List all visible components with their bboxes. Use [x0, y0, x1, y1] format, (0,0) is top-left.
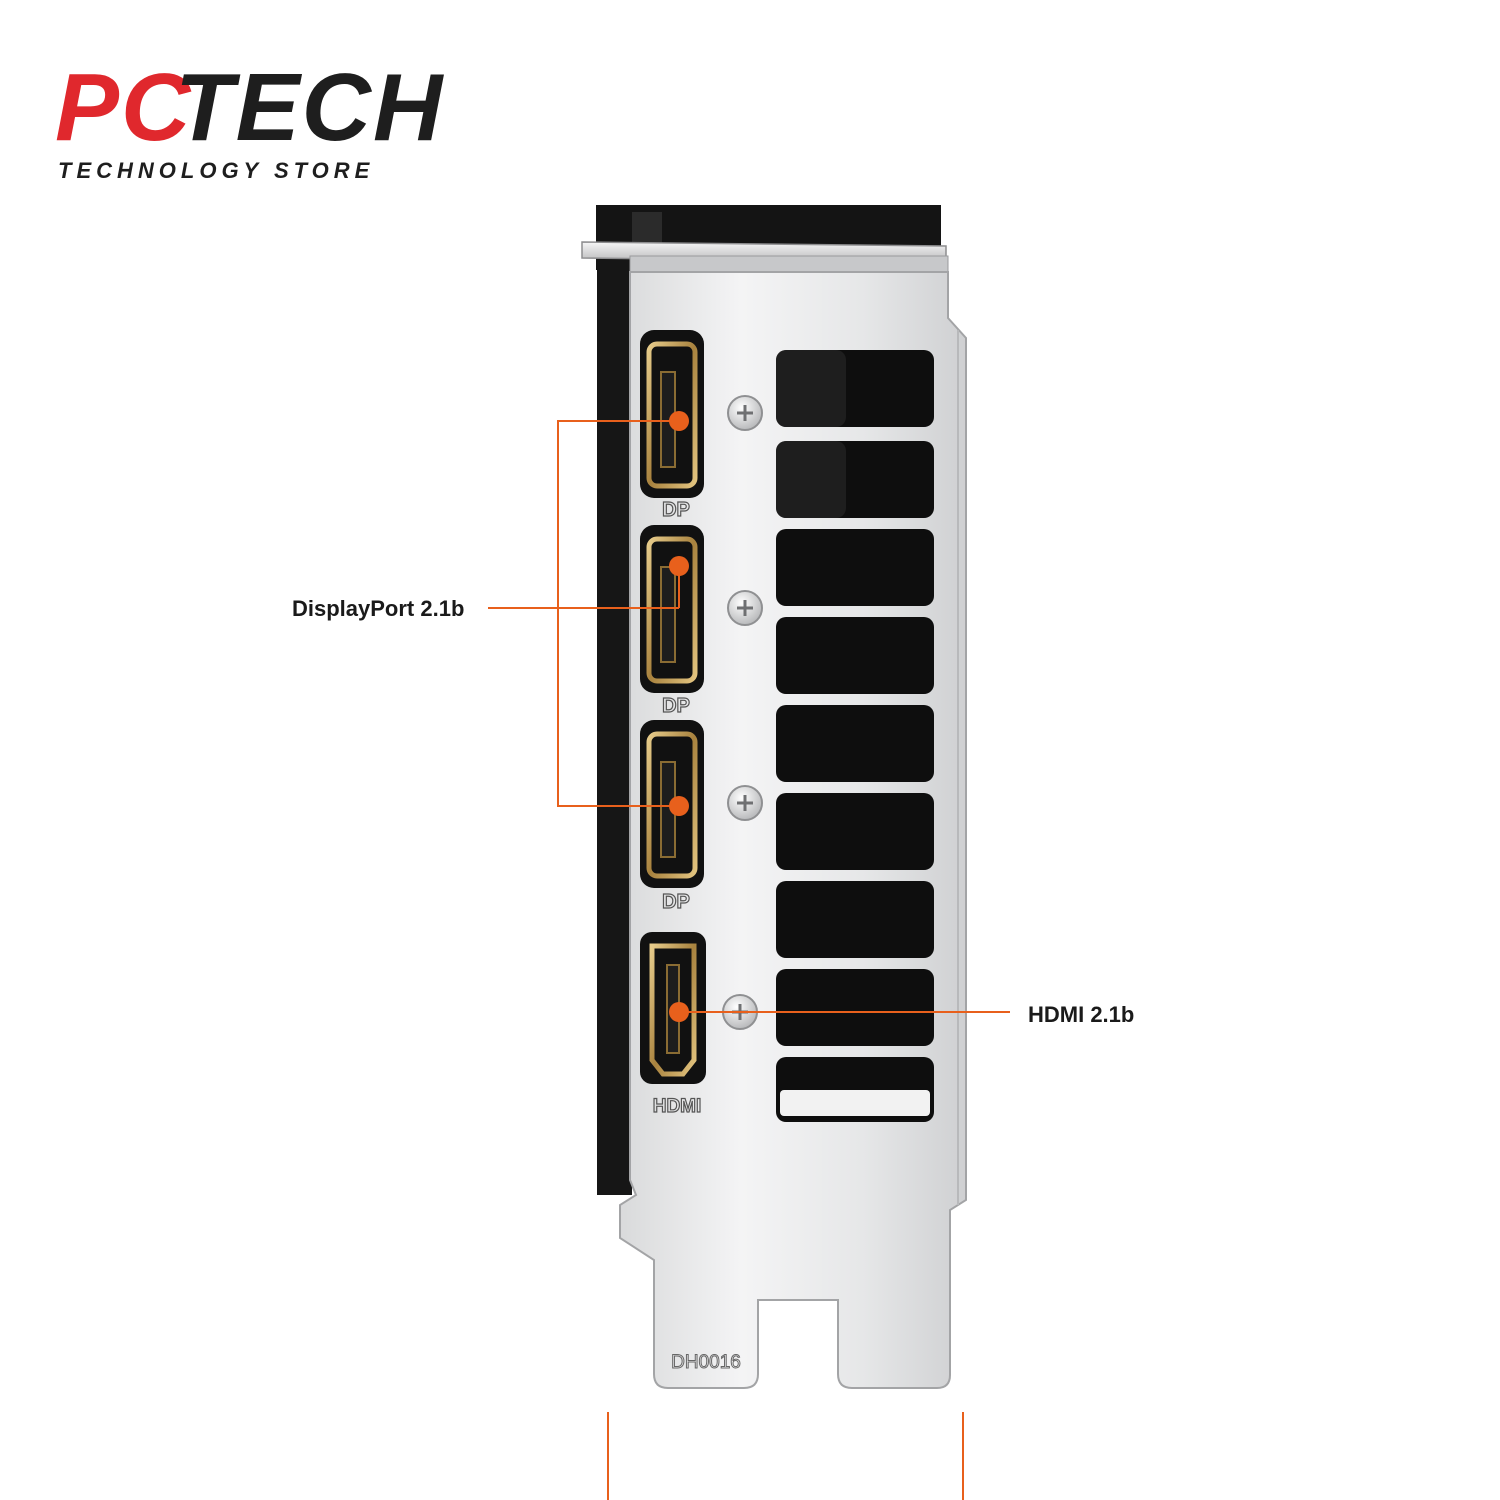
port-label-dp-1: DP — [662, 499, 690, 521]
screw-icon — [727, 785, 763, 821]
screw-icon — [727, 395, 763, 431]
callout-dot — [669, 556, 689, 576]
callout-dot — [669, 1002, 689, 1022]
port-label-dp-2: DP — [662, 695, 690, 717]
vent-slot — [776, 793, 934, 870]
hdmi-callout-label: HDMI 2.1b — [1028, 1002, 1135, 1027]
bracket-top-lip — [581, 241, 949, 273]
port-label-hdmi: HDMI — [653, 1096, 702, 1117]
logo-pc-text: PC — [55, 54, 193, 161]
port-label-dp-3: DP — [662, 891, 690, 913]
vent-slot — [776, 705, 934, 782]
logo-tagline: TECHNOLOGY STORE — [58, 158, 375, 183]
callout-dot — [669, 796, 689, 816]
brand-logo: PC TECH TECHNOLOGY STORE — [55, 54, 442, 190]
vent-slot — [776, 617, 934, 694]
vent-slot — [776, 881, 934, 958]
vent-slot — [776, 969, 934, 1046]
displayport-callout-label: DisplayPort 2.1b — [292, 596, 465, 621]
vent-slot — [776, 529, 934, 606]
bracket-code: DH0016 — [671, 1352, 741, 1373]
logo-tech-text: TECH — [175, 54, 445, 161]
callout-dot — [669, 411, 689, 431]
screw-icon — [727, 590, 763, 626]
vent-slots — [776, 350, 934, 1122]
